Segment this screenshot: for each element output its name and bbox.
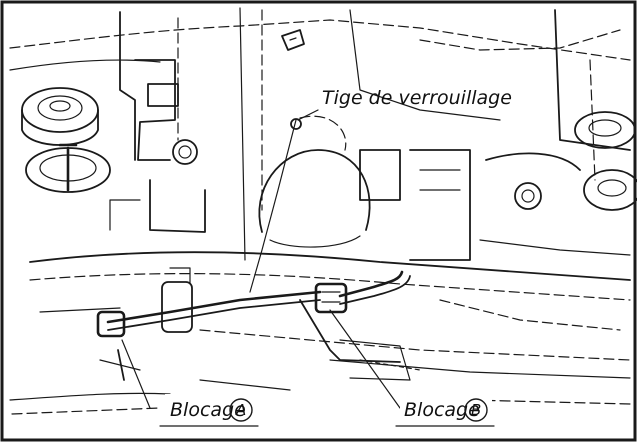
leader-block-b bbox=[329, 309, 401, 409]
marker-a-circle bbox=[229, 398, 253, 422]
marker-a-letter: A bbox=[235, 401, 246, 419]
leader-lock-rod bbox=[297, 109, 319, 121]
callout-block-a-label: Blocage bbox=[170, 399, 246, 421]
leader-block-a bbox=[121, 339, 151, 409]
marker-b-circle bbox=[464, 398, 488, 422]
engine-line-art bbox=[9, 7, 637, 415]
marker-b-letter: B bbox=[471, 401, 481, 419]
callout-block-b-label: Blocage bbox=[404, 399, 480, 421]
callout-lock-rod: Tige de verrouillage bbox=[322, 87, 512, 109]
callout-lock-rod-label: Tige de verrouillage bbox=[322, 87, 512, 109]
leader-lines bbox=[121, 109, 401, 409]
callout-block-b: Blocage B bbox=[395, 394, 495, 427]
callout-block-a: Blocage A bbox=[159, 394, 259, 427]
